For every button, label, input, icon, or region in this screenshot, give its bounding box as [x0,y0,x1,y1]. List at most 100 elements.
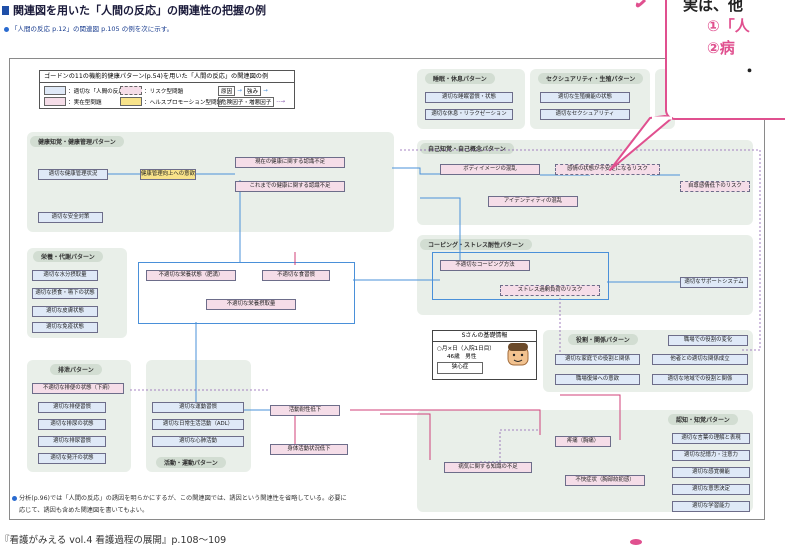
legend-risk-factor: 危険因子・増悪因子 --→ [218,97,285,107]
node-identity: アイデンティティの混乱 [488,196,578,207]
link-self-coping [420,197,461,262]
legend-strength-label: 強み [243,86,262,96]
patient-info-title: Sさんの基礎情報 [433,331,536,342]
pattern-activity-title: 活動・運動パターン [156,457,226,468]
node-breath: 適切な心肺活動 [152,436,244,447]
legend-hp-label: ：ヘルスプロモーション型問題 [144,99,223,106]
node-pain: 疼痛（胸痛） [555,436,611,447]
node-current-knowledge: 現在の健康に関する認識不足 [235,157,345,168]
pattern-cognition-area [417,410,753,512]
pattern-cognition-title: 認知・知覚パターン [668,414,738,425]
legend-cause-label: 原因 [218,86,236,96]
legend-actual-label: ：実在型問題 [68,99,102,106]
node-health-mgmt: 適切な健康管理状況 [38,169,108,180]
pattern-activity-area [146,360,251,472]
legend-risk-label: ：リスク型問題 [144,88,184,95]
link-activity-pain [350,409,541,435]
pattern-coping-title: コーピング・ストレス耐性パターン [420,239,532,250]
pattern-self-title: 自己知覚・自己概念パターン [420,143,514,154]
node-future-knowledge: これまでの健康に関する認識不足 [235,181,345,192]
footnote-text-1: 分析(p.96)では「人間の反応」の誘因を明らかにするが、この関連図では、誘因と… [19,495,347,502]
source-caption-bar: 『看護がみえる vol.4 看護過程の展開』p.108～109 [0,528,785,546]
node-discomfort: 不快症状（胸部絞扼感） [565,475,645,486]
node-urinary-habit: 適切な排便習慣 [38,402,106,413]
node-coping: 不適切なコーピング方法 [440,260,530,271]
node-exercise: 適切な運動習慣 [152,402,244,413]
node-community-role: 適切な地域での役割と関係 [652,374,748,385]
node-urinary-drain: 不適切な排便の状態（下痢） [32,383,124,394]
pattern-nutrition-title: 栄養・代謝パターン [33,251,103,262]
page-subtitle: 「人間の反応 p.12」の関連図 p.105 の例を次に示す。 [4,23,173,33]
speech-bubble: 実は、他 ①「人 ②病 ・ [665,0,785,120]
node-work-role-change: 職場での役割の変化 [668,335,748,346]
patient-info-age: 46歳 男性 [447,354,477,360]
node-self-esteem: 自尊感情低下のリスク [680,181,750,192]
legend-hp: ：ヘルスプロモーション型問題 [120,97,222,106]
node-language: 適切な言葉の理解と表現 [672,433,750,444]
node-sexuality: 適切なセクシュアリティ [540,109,630,120]
legend-cause-strength: 原因 → 強み → [218,86,268,96]
node-body-image: ボディイメージの混乱 [440,164,540,175]
node-health-improve: 健康管理向上への意欲 [140,169,196,180]
speech-bubble-tail [609,0,673,171]
coping-cluster-outline [432,252,609,300]
node-sleep-habit: 適切な睡眠習慣・状態 [425,92,513,103]
node-eating-habit: 不適切な食習慣 [262,270,330,281]
bullet-dot-icon [12,495,17,501]
node-disease-knowledge: 病気に関する知識の不足 [444,462,532,473]
node-intake: 不適切な栄養摂取量 [206,299,296,310]
patient-info-box: Sさんの基礎情報 ○月×日（入院1日目） 46歳 男性 狭心症 [432,330,537,380]
pattern-sexuality-title: セクシュアリティ・生殖パターン [538,73,644,84]
node-physical-decline: 身体活動状況低下 [270,444,348,455]
node-work-return: 職場復帰への意欲 [555,374,640,385]
node-act-tol: 活動耐性低下 [270,405,340,416]
node-immune: 適切な免疫状態 [32,322,98,333]
legend-actual: ：実在型問題 [44,97,102,106]
pattern-elimination-title: 排泄パターン [50,364,102,375]
legend-swatch-need [44,86,66,95]
page-title: 関連図を用いた「人間の反応」の関連性の把握の例 [2,2,266,18]
legend-risk-factor-label: 危険因子・増悪因子 [218,97,275,107]
arrow-right-icon: → [237,88,242,94]
node-sex-organ: 適切な生殖機能の状態 [540,92,630,103]
link-dashed-cog [480,429,540,463]
patient-diagnosis: 狭心症 [437,362,483,374]
legend-title: ゴードンの11の機能的健康パターン(p.54)を用いた「人間の反応」の関連図の例 [39,70,295,83]
page-title-text: 関連図を用いた「人間の反応」の関連性の把握の例 [13,4,266,17]
arrow-right-icon: → [263,88,268,94]
link-dashed-right [400,149,761,351]
link-role-discomfort [560,394,621,440]
node-learning: 適切な学習能力 [672,501,750,512]
pattern-sleep-title: 睡眠・休息パターン [425,73,495,84]
node-swallow: 適切な摂食・嚥下の状態 [32,288,98,299]
footnote-line-1: 分析(p.96)では「人間の反応」の誘因を明らかにするが、この関連図では、誘因と… [12,493,347,502]
link-knowledge-self [392,167,440,175]
node-decision: 適切な意思決定 [672,484,750,495]
node-urine-state: 適切な排尿の状態 [38,419,106,430]
speech-line-3: ②病 [707,39,735,57]
title-marker [2,5,9,15]
link-nutrition-activity [195,322,270,411]
node-rest: 適切な休息・リラクゼーション [425,109,513,120]
node-family-role: 適切な家庭での役割と関係 [555,354,640,365]
node-sense: 適切な感覚機能 [672,467,750,478]
pink-mark-icon [630,539,642,545]
patient-face-icon [507,343,529,366]
node-water: 適切な水分摂取量 [32,270,98,281]
patient-info-date: ○月×日（入院1日目） [437,346,495,352]
node-nutrition-obese: 不適切な栄養状態（肥満） [146,270,236,281]
source-caption: 『看護がみえる vol.4 看護過程の展開』p.108～109 [0,535,227,546]
node-adl: 適切な日常生活活動（ADL） [152,419,244,430]
node-urine-habit: 適切な排尿習慣 [38,436,106,447]
node-support: 適切なサポートシステム [680,277,748,288]
node-stress-risk: ストレス過剰負荷のリスク [500,285,600,296]
legend-swatch-risk [120,86,142,95]
speech-line-1: 実は、他 [683,0,744,14]
node-safety: 適切な安全対策 [38,212,103,223]
dashed-arrow-icon: --→ [276,99,286,105]
pattern-role-title: 役割・関係パターン [568,334,638,345]
footnote-line-2: 応じて、誘因も含めた関連図を書いてもよい。 [19,507,149,514]
bullet-dot-icon [4,26,9,32]
page-subtitle-text: 「人間の反応 p.12」の関連図 p.105 の例を次に示す。 [11,25,174,33]
